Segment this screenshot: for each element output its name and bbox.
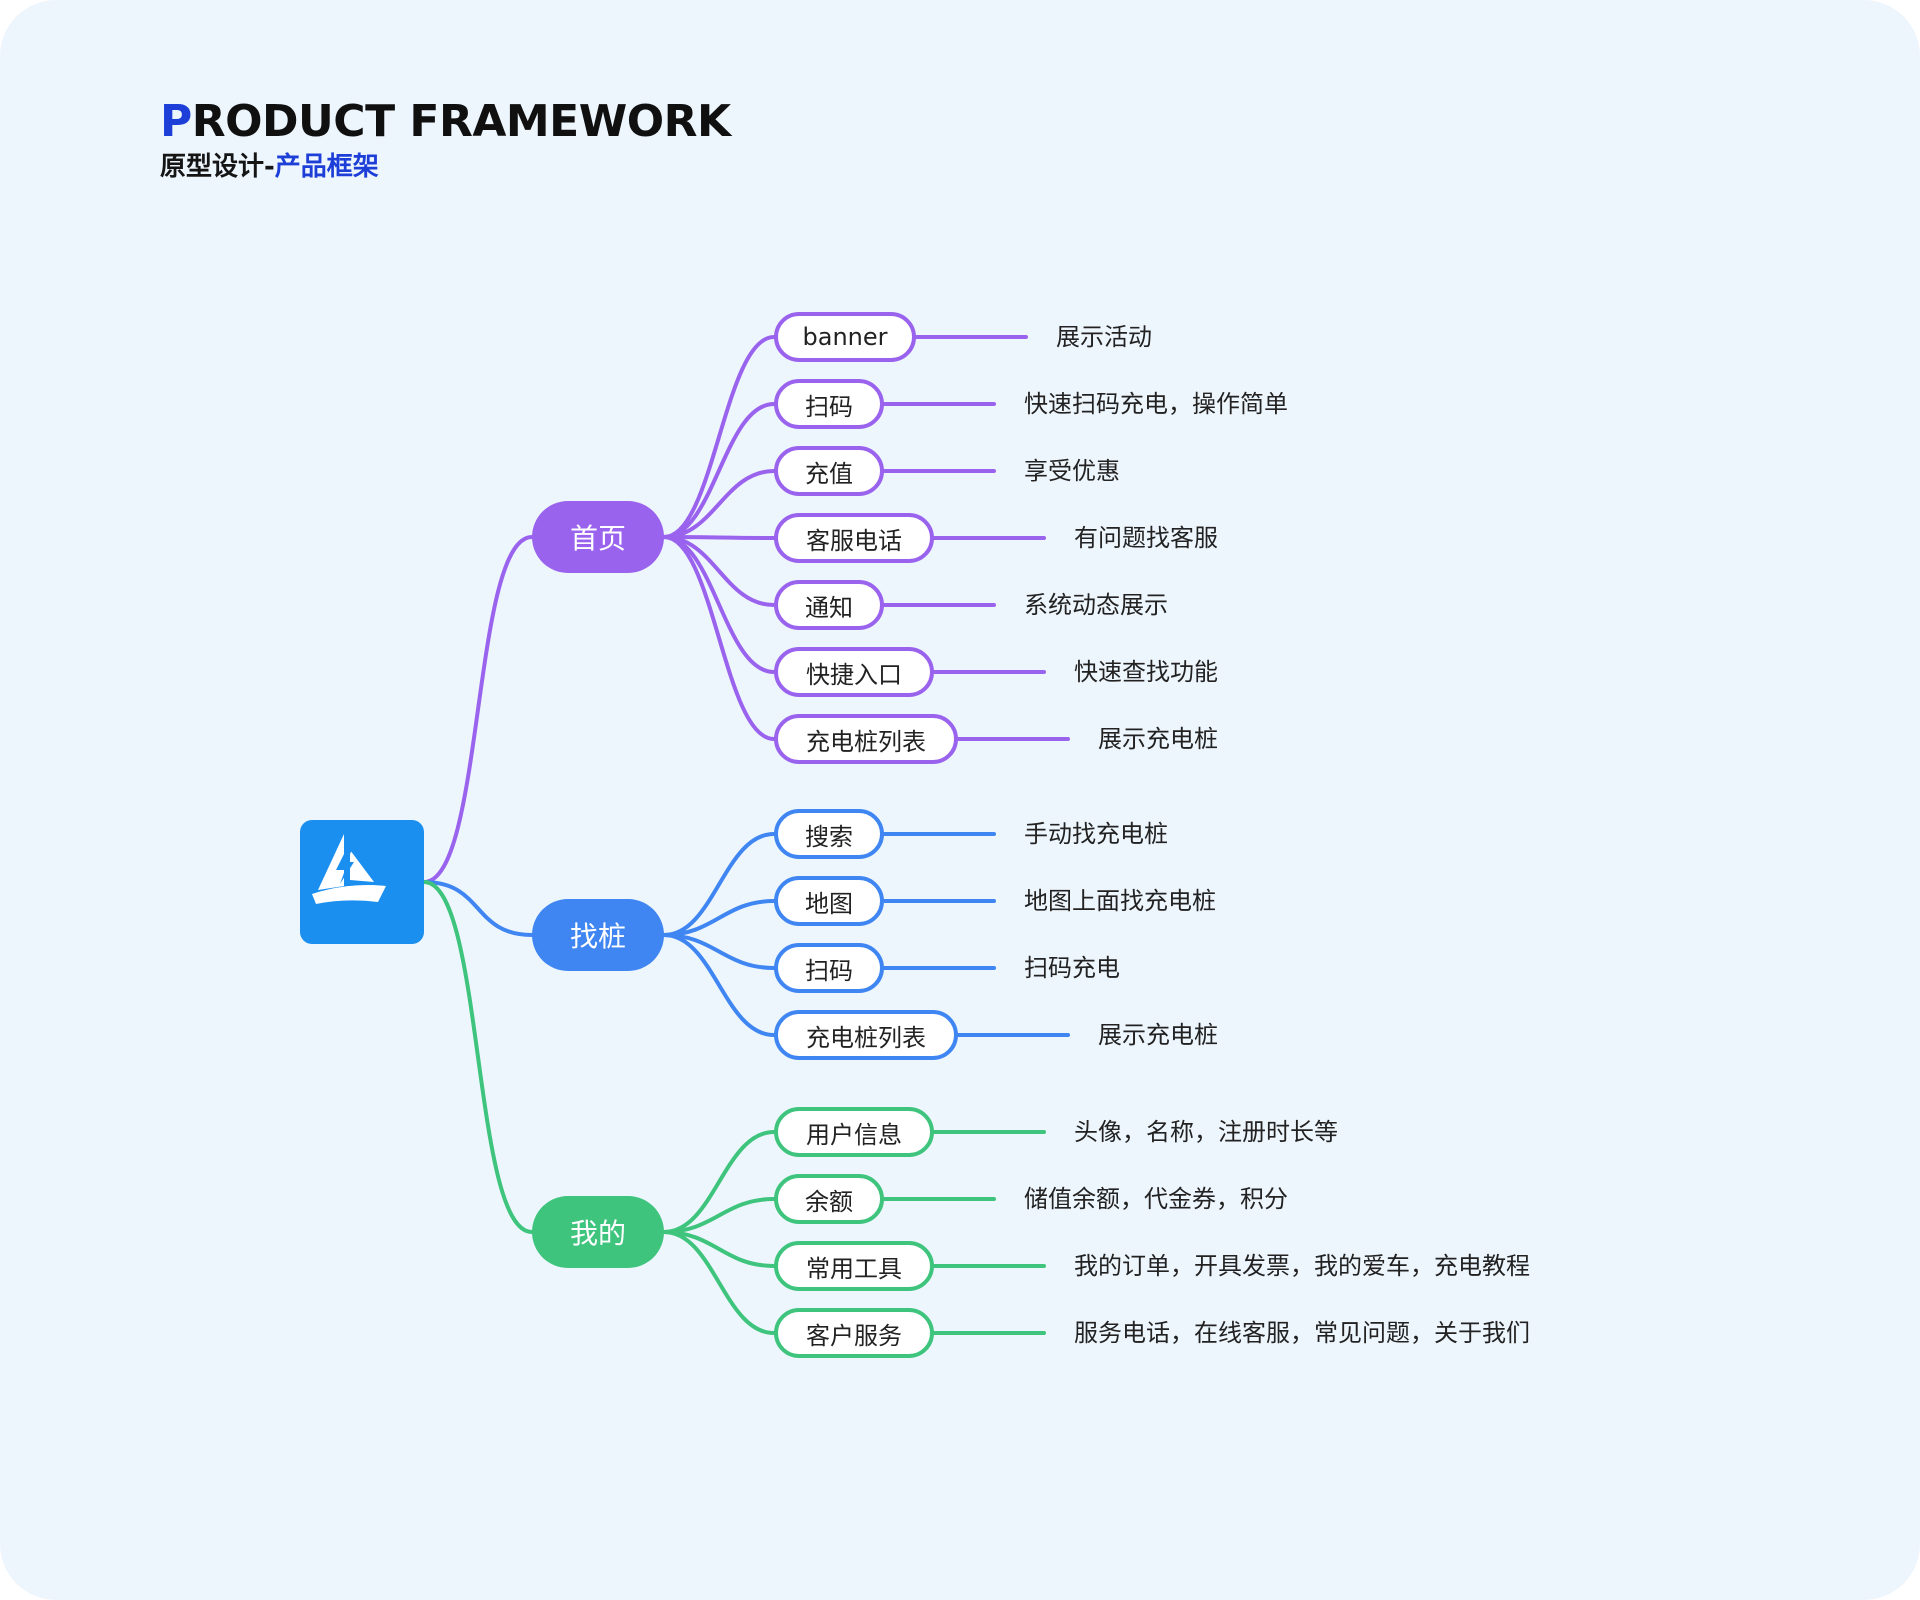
title-first-letter: P: [160, 96, 192, 147]
leaf-node: 扫码: [774, 379, 884, 429]
root-branch-connector: [422, 880, 534, 1234]
leaf-node: 扫码: [774, 943, 884, 993]
leaf-node: 充电桩列表: [774, 714, 958, 764]
branch-leaf-connector: [662, 899, 776, 937]
leaf-node: 充值: [774, 446, 884, 496]
branch-leaf-connector: [662, 469, 776, 539]
leaf-description: 展示充电桩: [1098, 725, 1218, 753]
leaf-node: 用户信息: [774, 1107, 934, 1157]
branch-leaf-connector: [662, 933, 776, 1037]
leaf-description: 服务电话，在线客服，常见问题，关于我们: [1074, 1319, 1530, 1347]
subtitle-highlight: 产品框架: [274, 152, 379, 182]
leaf-description: 地图上面找充电桩: [1024, 887, 1216, 915]
leaf-node: 客服电话: [774, 513, 934, 563]
leaf-node: banner: [774, 312, 916, 362]
branch-node: 找桩: [532, 899, 664, 971]
branch-leaf-connector: [662, 535, 776, 674]
leaf-description: 展示充电桩: [1098, 1021, 1218, 1049]
leaf-description: 快速扫码充电，操作简单: [1024, 390, 1288, 418]
leaf-node: 地图: [774, 876, 884, 926]
leaf-description: 有问题找客服: [1074, 524, 1218, 552]
leaf-node: 客户服务: [774, 1308, 934, 1358]
root-branch-connector: [422, 880, 534, 937]
branch-leaf-connector: [662, 402, 776, 539]
branch-leaf-connector: [662, 535, 776, 540]
branch-leaf-connector: [662, 1130, 776, 1234]
leaf-description: 我的订单，开具发票，我的爱车，充电教程: [1074, 1252, 1530, 1280]
lightning-boat-logo-icon: [312, 834, 386, 904]
leaf-node: 通知: [774, 580, 884, 630]
leaf-description: 系统动态展示: [1024, 591, 1168, 619]
title-block: PRODUCT FRAMEWORK 原型设计-产品框架: [160, 96, 731, 184]
root-branch-connector: [422, 535, 534, 884]
branch-leaf-connector: [662, 1230, 776, 1335]
leaf-description: 头像，名称，注册时长等: [1074, 1118, 1338, 1146]
leaf-description: 扫码充电: [1024, 954, 1120, 982]
subtitle-prefix: 原型设计-: [160, 152, 275, 182]
leaf-description: 手动找充电桩: [1024, 820, 1168, 848]
leaf-node: 搜索: [774, 809, 884, 859]
leaf-description: 展示活动: [1056, 323, 1152, 351]
leaf-node: 快捷入口: [774, 647, 934, 697]
branch-leaf-connector: [662, 535, 776, 741]
leaf-node: 常用工具: [774, 1241, 934, 1291]
app-logo-icon: [300, 820, 424, 944]
leaf-description: 储值余额，代金券，积分: [1024, 1185, 1288, 1213]
page-subtitle: 原型设计-产品框架: [160, 150, 731, 184]
branch-leaf-connector: [662, 1197, 776, 1234]
branch-node: 我的: [532, 1196, 664, 1268]
leaf-node: 充电桩列表: [774, 1010, 958, 1060]
page-title: PRODUCT FRAMEWORK: [160, 96, 731, 148]
title-rest: RODUCT FRAMEWORK: [191, 96, 731, 147]
leaf-node: 余额: [774, 1174, 884, 1224]
branch-node: 首页: [532, 501, 664, 573]
branch-leaf-connector: [662, 335, 776, 539]
leaf-description: 享受优惠: [1024, 457, 1120, 485]
leaf-description: 快速查找功能: [1074, 658, 1218, 686]
branch-leaf-connector: [662, 832, 776, 937]
